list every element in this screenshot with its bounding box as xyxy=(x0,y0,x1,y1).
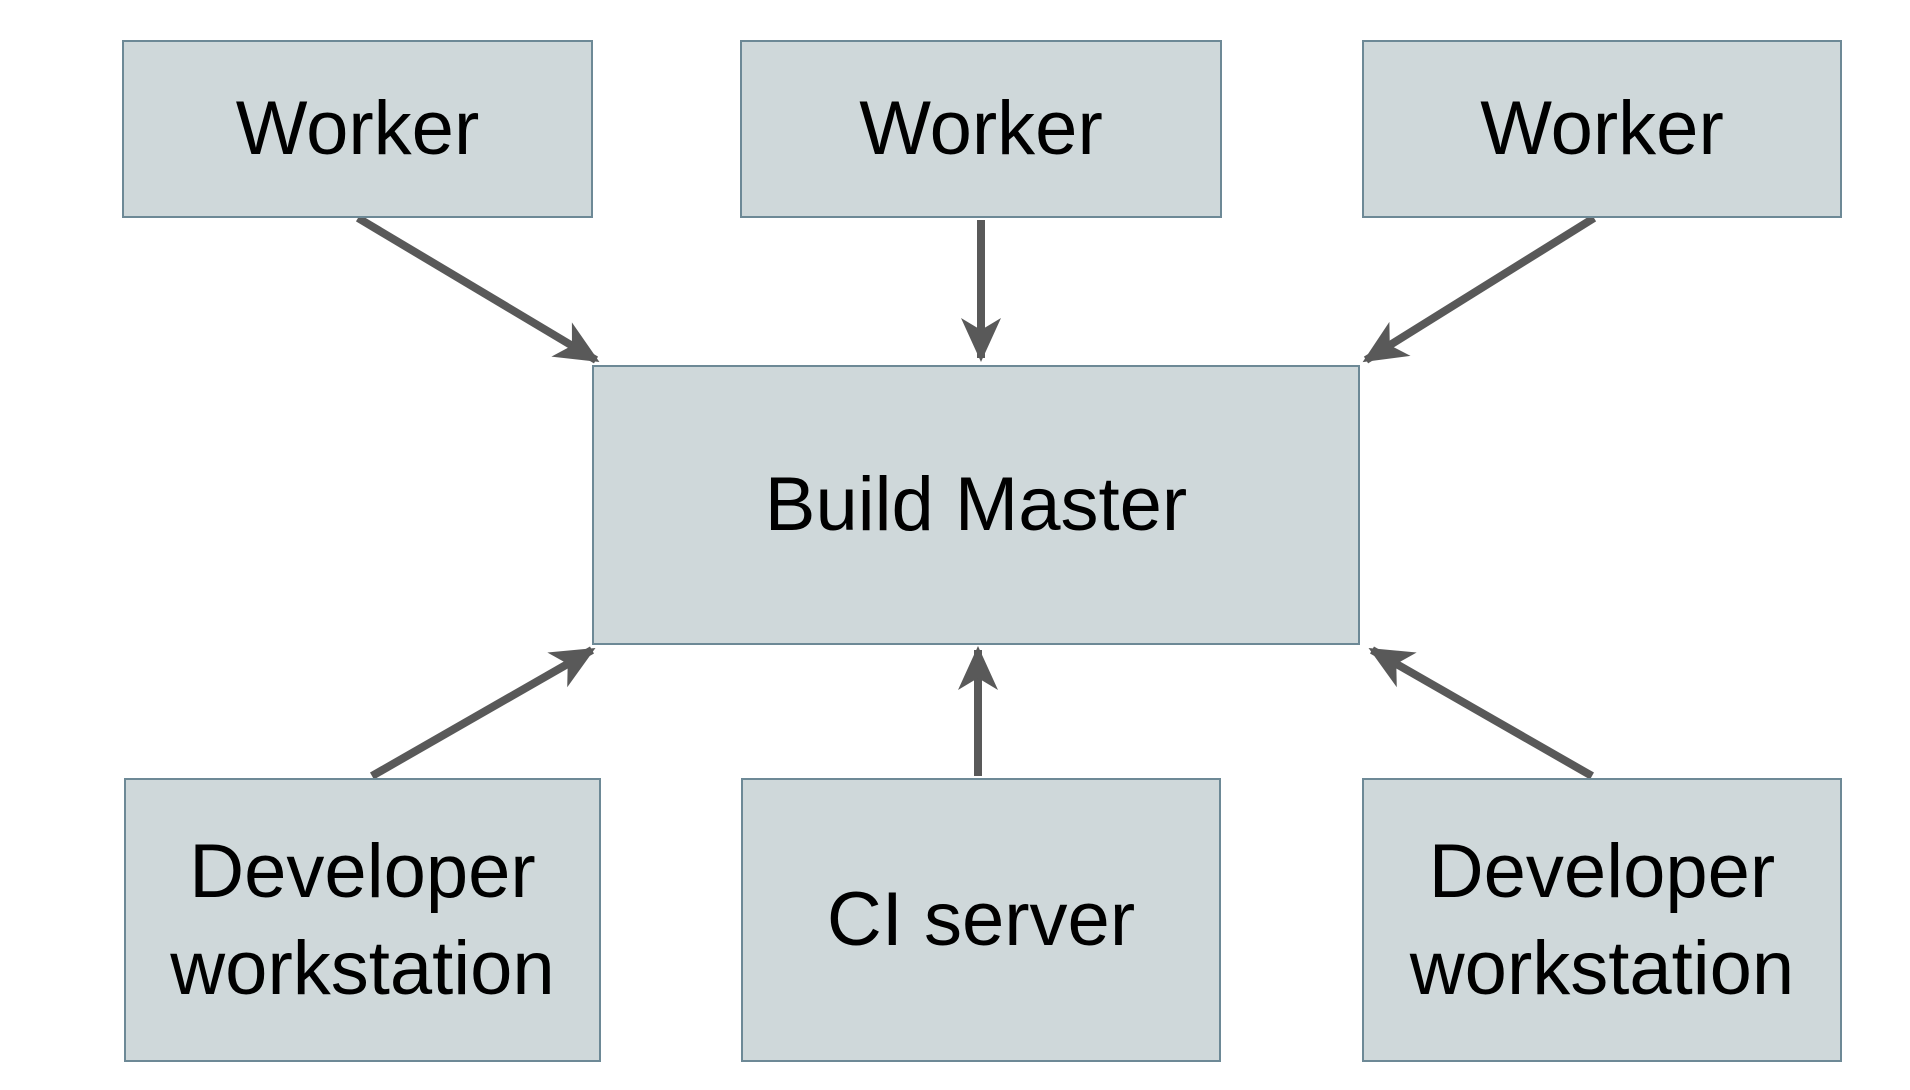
node-build-master-label: Build Master xyxy=(764,462,1188,548)
node-ci-server: CI server xyxy=(741,778,1221,1062)
arrow-worker3-to-build-master xyxy=(1362,214,1597,364)
node-worker-2: Worker xyxy=(740,40,1222,218)
node-worker-1: Worker xyxy=(122,40,593,218)
arrow-dev-ws-left-to-build-master xyxy=(370,646,596,780)
node-worker-3: Worker xyxy=(1362,40,1842,218)
arrow-dev-ws-right-to-build-master xyxy=(1368,646,1594,780)
node-ci-server-label: CI server xyxy=(826,877,1136,963)
arrow-worker1-to-build-master xyxy=(355,214,600,364)
node-developer-workstation-right: Developer workstation xyxy=(1362,778,1842,1062)
node-worker-3-label: Worker xyxy=(1480,86,1724,172)
node-developer-workstation-right-label: Developer workstation xyxy=(1409,828,1795,1011)
node-build-master: Build Master xyxy=(592,365,1360,645)
node-developer-workstation-left: Developer workstation xyxy=(124,778,601,1062)
node-worker-2-label: Worker xyxy=(859,86,1103,172)
node-developer-workstation-left-label: Developer workstation xyxy=(170,828,555,1011)
node-worker-1-label: Worker xyxy=(235,86,480,172)
